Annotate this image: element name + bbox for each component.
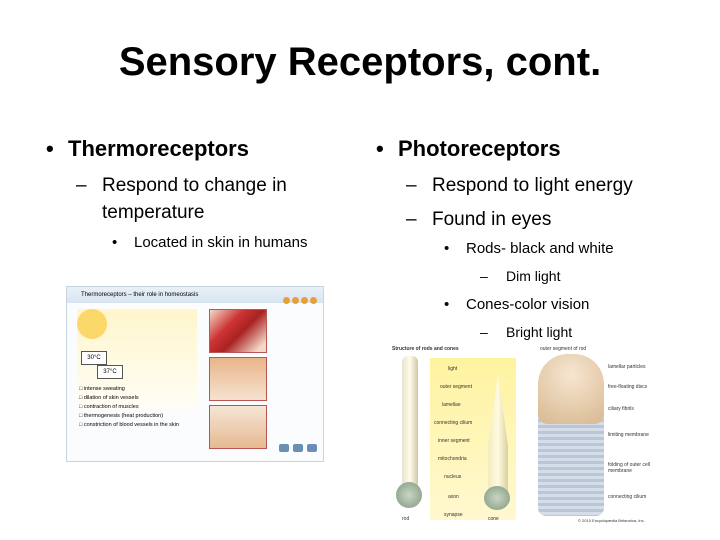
bullet-icon: •: [376, 136, 384, 161]
rod-cell-illustration: [402, 356, 418, 506]
thermoreceptors-bullet: • Thermoreceptors: [46, 136, 249, 162]
thermo-sub-line1: Respond to change in: [102, 175, 287, 196]
label-light: light: [448, 366, 458, 372]
label-ciliary-fibrils: ciliary fibrils: [608, 406, 634, 412]
label-lamellar-particles: lamellar particles: [608, 364, 646, 370]
figure-top-buttons: [281, 291, 317, 309]
list-item: thermogenesis (heat production): [79, 412, 179, 421]
photoreceptors-heading: Photoreceptors: [398, 136, 561, 161]
thermo-subpoint: –Respond to change in temperature: [76, 172, 336, 226]
label-synapse: synapse: [444, 512, 463, 518]
list-item: contraction of muscles: [79, 403, 179, 412]
temperature-readout-1: 30°C: [81, 351, 107, 365]
muscle-panel: [209, 309, 267, 353]
thermoreceptor-figure: Thermoreceptors – their role in homeosta…: [66, 286, 324, 462]
photo-sub2-text: Found in eyes: [432, 209, 552, 230]
rods-cones-figure: Structure of rods and cones outer segmen…: [388, 344, 660, 524]
dash-icon: –: [406, 209, 417, 230]
response-list: intense sweating dilation of skin vessel…: [79, 385, 179, 430]
cone-label: cone: [488, 516, 499, 522]
label-connecting-cilium: connecting cilium: [434, 420, 473, 426]
dash-icon: –: [76, 175, 87, 196]
label-outer-segment: outer segment: [440, 384, 472, 390]
rods-detail-text: Dim light: [506, 268, 561, 284]
photo-sub1-text: Respond to light energy: [432, 175, 633, 196]
temperature-readout-2: 37°C: [97, 365, 123, 379]
thermoreceptors-heading: Thermoreceptors: [68, 136, 249, 161]
dash-icon: –: [480, 268, 488, 284]
outer-segment-label: outer segment of rod: [540, 346, 587, 352]
figure-header-text: Thermoreceptors – their role in homeosta…: [81, 292, 199, 298]
thermo-sub-line2: temperature: [102, 202, 205, 223]
rods-text: Rods- black and white: [466, 240, 614, 257]
cones-detail-text: Bright light: [506, 324, 573, 340]
dash-icon: –: [480, 324, 488, 340]
label-nucleus: nucleus: [444, 474, 462, 480]
thermo-detail-text: Located in skin in humans: [134, 234, 308, 251]
label-limiting-membrane: limiting membrane: [608, 432, 649, 438]
photo-subpoint-1: –Respond to light energy: [406, 172, 633, 199]
outer-segment-top-illustration: [538, 354, 604, 424]
cones-text: Cones-color vision: [466, 296, 590, 313]
sun-icon: [77, 309, 107, 339]
bullet-icon: •: [112, 234, 118, 251]
figure-nav-buttons: [275, 439, 317, 457]
label-axon: axon: [448, 494, 459, 500]
label-connecting-cilium-right: connecting cilium: [608, 494, 647, 500]
copyright: © 2010 Encyclopædia Britannica, Inc.: [578, 518, 645, 523]
label-mitochondria: mitochondria: [438, 456, 467, 462]
photoreceptors-bullet: • Photoreceptors: [376, 136, 561, 162]
cones-point: • Cones-color vision: [444, 296, 589, 313]
list-item: constriction of blood vessels in the ski…: [79, 421, 179, 430]
figure-title: Structure of rods and cones: [392, 346, 459, 352]
cone-nucleus-illustration: [484, 486, 510, 510]
thermo-detail: • Located in skin in humans: [112, 234, 307, 251]
bullet-icon: •: [444, 296, 450, 313]
skin-tissue-panel: [209, 405, 267, 449]
skin-vessel-panel: [209, 357, 267, 401]
list-item: intense sweating: [79, 385, 179, 394]
rod-nucleus-illustration: [396, 482, 422, 508]
bullet-icon: •: [444, 240, 450, 257]
photo-subpoint-2: –Found in eyes: [406, 206, 551, 233]
bullet-icon: •: [46, 136, 54, 161]
label-inner-segment: inner segment: [438, 438, 470, 444]
list-item: dilation of skin vessels: [79, 394, 179, 403]
label-lamellae: lamellae: [442, 402, 461, 408]
rods-detail: – Dim light: [480, 268, 560, 284]
rods-point: • Rods- black and white: [444, 240, 614, 257]
figure-header: Thermoreceptors – their role in homeosta…: [67, 287, 323, 303]
cones-detail: – Bright light: [480, 324, 572, 340]
label-folding-membrane: folding of outer cell membrane: [608, 462, 650, 474]
slide-title: Sensory Receptors, cont.: [118, 40, 602, 84]
label-free-floating-discs: free-floating discs: [608, 384, 648, 390]
rod-label: rod: [402, 516, 410, 522]
dash-icon: –: [406, 175, 417, 196]
